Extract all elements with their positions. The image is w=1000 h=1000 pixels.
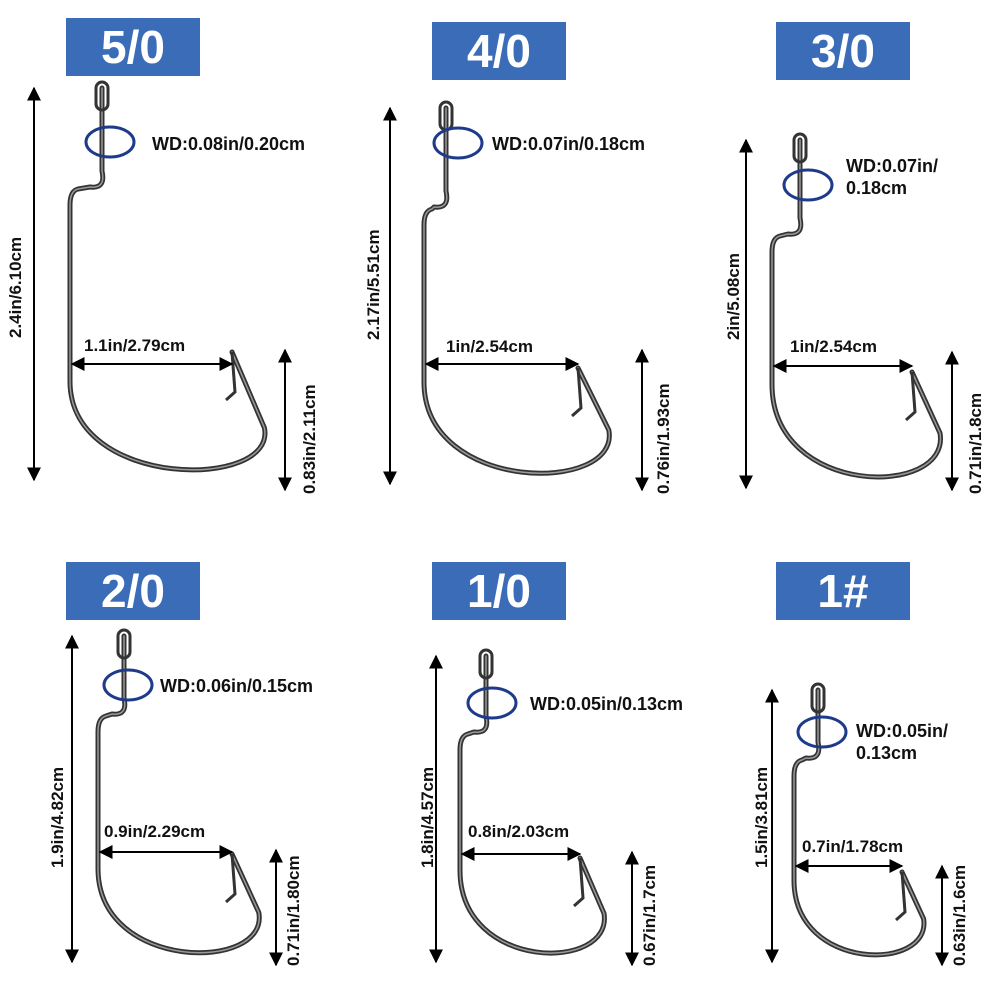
length-label-1-0: 1.8in/4.57cm	[418, 766, 437, 868]
hook-eye-1-0	[478, 648, 494, 680]
hook-highlight-3-0	[771, 139, 941, 478]
hook-barb-1	[895, 871, 907, 922]
gap-label-1: 0.7in/1.78cm	[802, 837, 904, 856]
gap-label-2-0: 0.9in/2.29cm	[104, 822, 206, 841]
bend-label-1-0: 0.67in/1.7cm	[640, 864, 659, 966]
hook-eye-1	[810, 682, 826, 714]
bend-label-5-0: 0.83in/2.11cm	[300, 384, 319, 494]
hook-shape-4-0	[421, 105, 612, 476]
wire-diameter-ring-1	[796, 715, 848, 749]
size-badge-3-0: 3/0	[776, 22, 910, 80]
bend-label-1: 0.63in/1.6cm	[950, 864, 969, 966]
wire-diameter-label-5-0: WD:0.08in/0.20cm	[152, 134, 306, 154]
length-label-1: 1.5in/3.81cm	[752, 766, 771, 868]
gap-label-3-0: 1in/2.54cm	[790, 337, 877, 356]
wire-diameter-ring-4-0	[432, 126, 484, 160]
length-label-4-0: 2.17in/5.51cm	[364, 229, 383, 340]
hook-highlight-5-0	[69, 87, 266, 471]
wire-diameter-ring-1-0	[466, 686, 518, 720]
length-label-2-0: 1.9in/4.82cm	[48, 766, 67, 868]
hook-eye-3-0	[792, 132, 808, 164]
wire-diameter-ring-3-0	[782, 168, 834, 202]
length-label-3-0: 2in/5.08cm	[724, 253, 743, 340]
gap-label-4-0: 1in/2.54cm	[446, 337, 533, 356]
hook-barb-4-0	[571, 367, 583, 418]
size-badge-5-0: 5/0	[66, 18, 200, 76]
size-badge-1-0: 1/0	[432, 562, 566, 620]
bend-label-4-0: 0.76in/1.93cm	[654, 383, 673, 494]
wire-diameter-label-1-line2: 0.13cm	[856, 743, 918, 763]
hook-eye-5-0	[94, 80, 110, 112]
wire-diameter-label-3-0-line2: 0.18cm	[846, 178, 908, 198]
size-badge-2-0: 2/0	[66, 562, 200, 620]
hook-barb-3-0	[905, 371, 917, 422]
hook-barb-5-0	[225, 351, 237, 402]
bend-label-2-0: 0.71in/1.80cm	[284, 855, 303, 966]
hook-barb-1-0	[573, 857, 585, 908]
hook-highlight-4-0	[423, 107, 610, 474]
gap-label-1-0: 0.8in/2.03cm	[468, 822, 570, 841]
gap-label-5-0: 1.1in/2.79cm	[84, 336, 186, 355]
wire-diameter-label-2-0: WD:0.06in/0.15cm	[160, 676, 314, 696]
wire-diameter-label-3-0-line1: WD:0.07in/	[846, 156, 939, 176]
hook-barb-2-0	[225, 853, 237, 904]
wire-diameter-ring-2-0	[102, 668, 154, 702]
wire-diameter-label-1-0: WD:0.05in/0.13cm	[530, 694, 684, 714]
wire-diameter-ring-5-0	[84, 125, 136, 159]
hook-highlight-1	[793, 689, 925, 956]
size-badge-1: 1#	[776, 562, 910, 620]
hook-highlight-2-0	[97, 635, 260, 954]
wire-diameter-label-1-line1: WD:0.05in/	[856, 721, 949, 741]
size-badge-4-0: 4/0	[432, 22, 566, 80]
hook-highlight-1-0	[459, 655, 605, 954]
bend-label-3-0: 0.71in/1.8cm	[966, 392, 985, 494]
hook-eye-2-0	[116, 628, 132, 660]
length-label-5-0: 2.4in/6.10cm	[6, 236, 25, 338]
wire-diameter-label-4-0: WD:0.07in/0.18cm	[492, 134, 646, 154]
